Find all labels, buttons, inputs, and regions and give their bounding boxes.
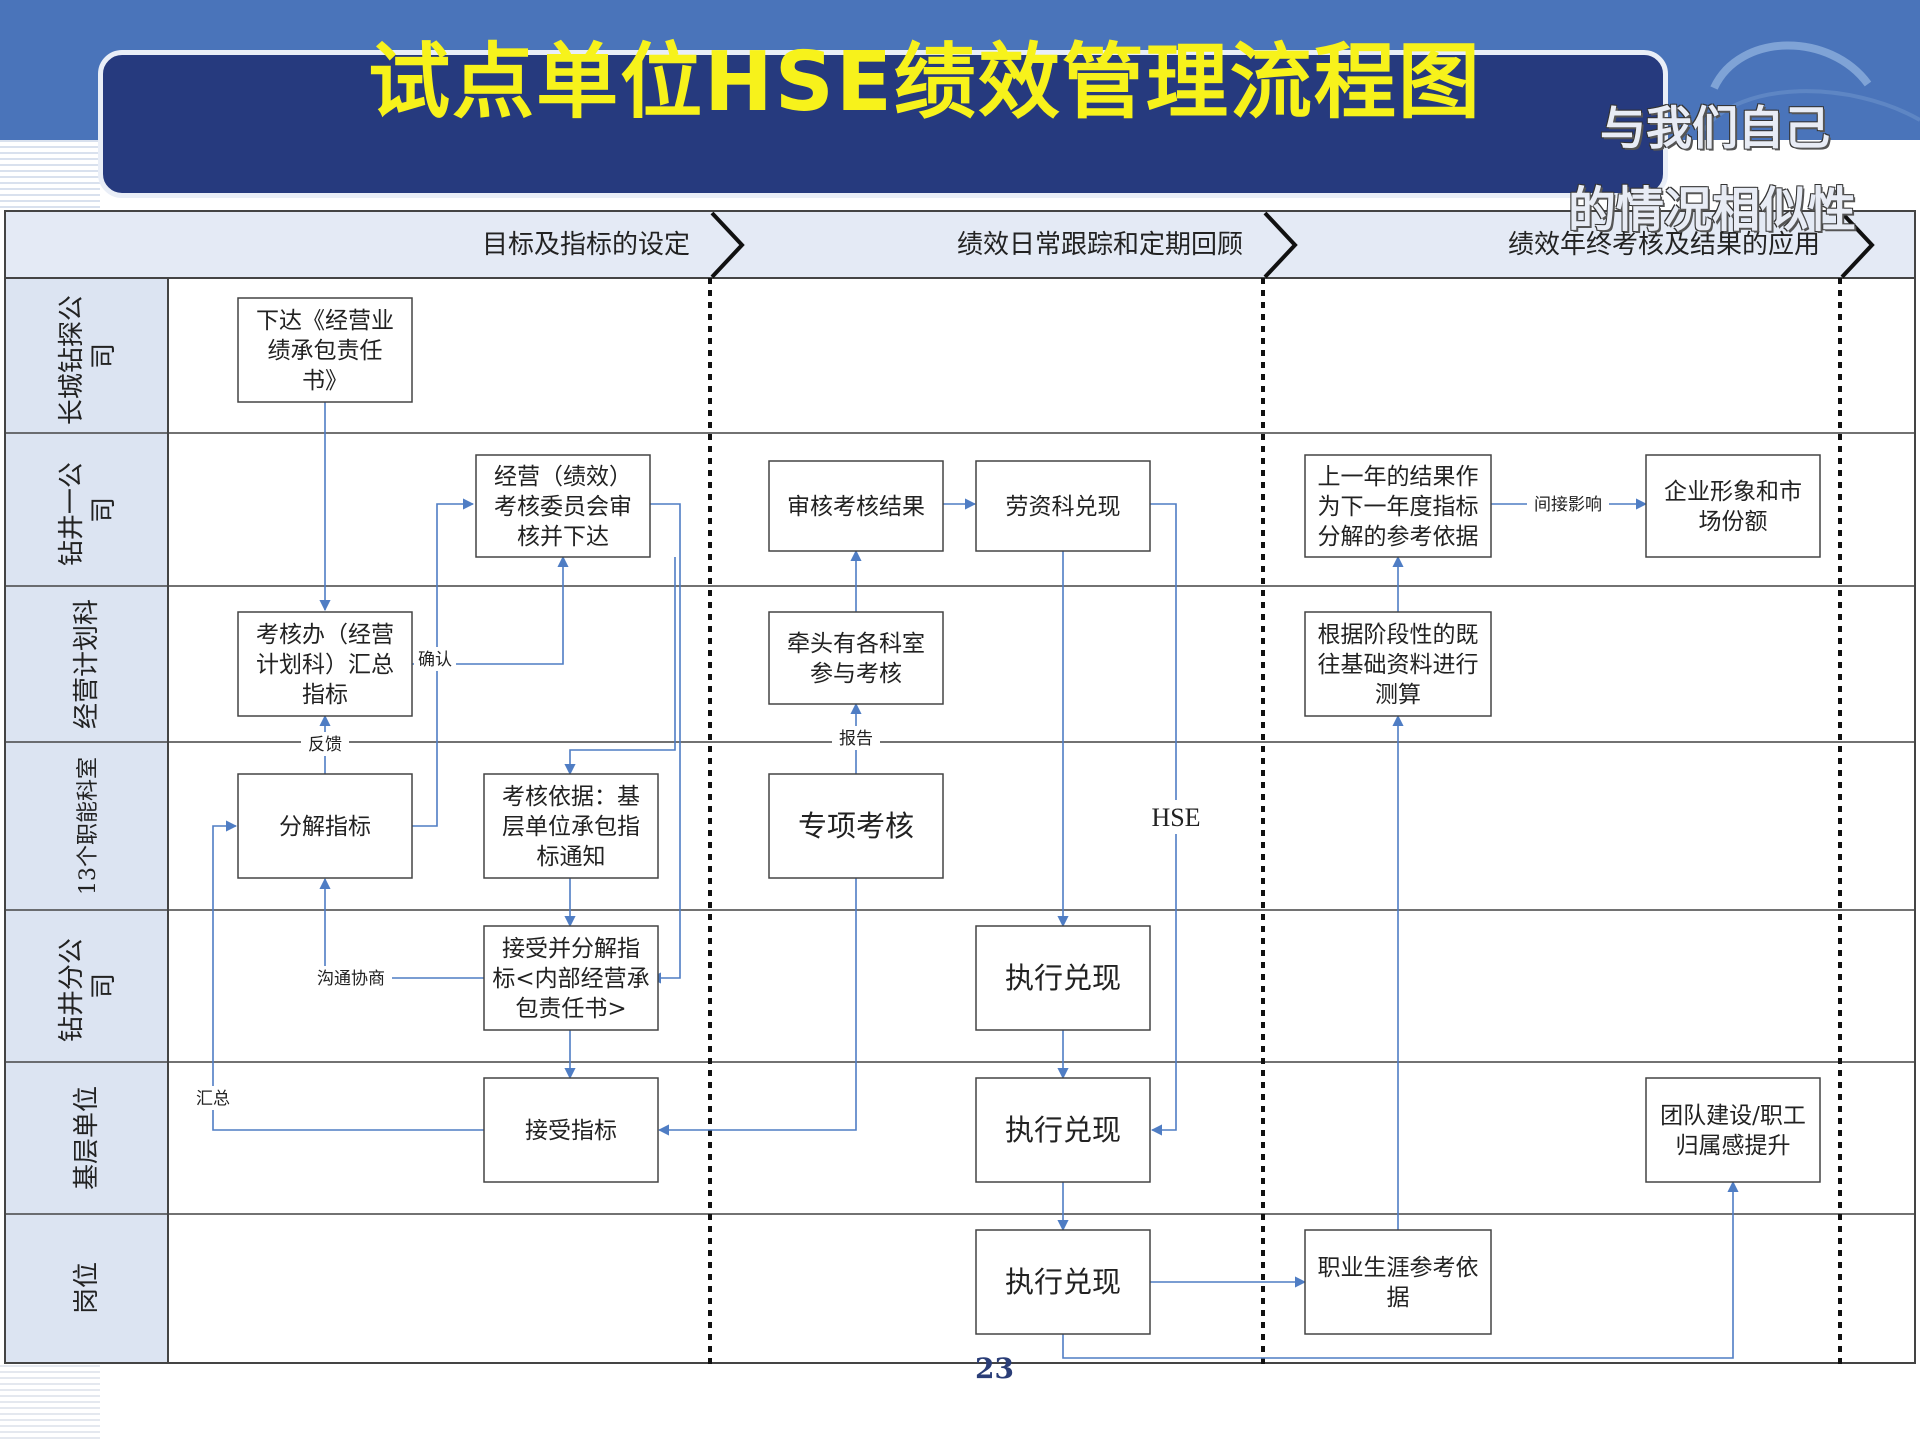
lane-label-column — [4, 277, 169, 1364]
side-note-line-1: 与我们自己 — [1600, 101, 1830, 155]
process-box-b13 — [975, 1077, 1151, 1183]
page-number: 23 — [975, 1352, 1014, 1385]
lane-label: 钻井一公 司 — [57, 454, 119, 566]
phase-label: 绩效日常跟踪和定期回顾 — [957, 230, 1243, 260]
lane-label: 钻井分公 司 — [57, 930, 119, 1042]
connector-b2-b6 — [649, 503, 681, 984]
diagram-frame — [4, 277, 1916, 1364]
process-box-b12 — [975, 925, 1151, 1031]
process-box-label: 执行兑现 — [1005, 1113, 1121, 1147]
process-box-label: 根据阶段性的既往基础资料进行测算 — [1318, 622, 1479, 708]
process-box-b14 — [975, 1229, 1151, 1335]
connector-b6-b4 — [319, 877, 487, 979]
phase-label: 绩效年终考核及结果的应用 — [1508, 230, 1820, 260]
connector-b2-b5 — [564, 557, 676, 776]
edge-label-confirm: 确认 — [418, 650, 452, 670]
side-note-line-2: 的情况相似性 — [1568, 182, 1857, 238]
lane-label: 经营计划科 — [72, 599, 102, 729]
connector-b11-b7 — [657, 878, 857, 1136]
page-title: 试点单位HSE绩效管理流程图 — [368, 34, 1482, 130]
process-box-label: 考核办（经营计划科）汇总指标 — [256, 622, 394, 708]
process-box-b4 — [237, 773, 413, 879]
process-box-label: 审核考核结果 — [787, 494, 925, 520]
edge-label-communicate: 沟通协商 — [317, 969, 385, 989]
process-box-label: 下达《经营业绩承包责任书》 — [256, 308, 394, 394]
edge-label-report: 报告 — [839, 729, 873, 749]
lane-label: 长城钻探公 司 — [57, 287, 119, 425]
process-box-label: 团队建设/职工归属感提升 — [1660, 1103, 1806, 1159]
process-box-b10 — [768, 611, 944, 705]
process-box-label: 职业生涯参考依据 — [1318, 1255, 1479, 1311]
process-box-b5 — [483, 773, 659, 879]
process-box-label: 接受并分解指标<内部经营承包责任书> — [492, 936, 649, 1022]
phase-chevron — [710, 211, 745, 279]
process-box-label: 牵头有各科室参与考核 — [787, 631, 925, 687]
edge-label-indirect: 间接影响 — [1534, 495, 1602, 515]
phase-header-band — [4, 210, 1916, 279]
phase-chevron — [1840, 211, 1875, 279]
process-box-label: 分解指标 — [279, 814, 371, 840]
lane-label: 基层单位 — [72, 1086, 102, 1190]
edge-label-hse: HSE — [1151, 803, 1200, 832]
lane-label: 13个职能科室 — [76, 757, 101, 895]
lane-label: 岗位 — [72, 1262, 102, 1314]
process-box-label: 上一年的结果作为下一年度指标分解的参考依据 — [1318, 464, 1479, 550]
process-box-b19 — [1645, 1077, 1821, 1183]
title-bar — [98, 50, 1668, 198]
process-boxes: 下达《经营业绩承包责任书》经营（绩效）考核委员会审核并下达考核办（经营计划科）汇… — [237, 297, 1821, 1335]
process-box-b16 — [1645, 454, 1821, 558]
process-box-label: 经营（绩效）考核委员会审核并下达 — [494, 464, 632, 550]
process-box-label: 劳资科兑现 — [1006, 494, 1121, 520]
process-box-b3 — [237, 611, 413, 717]
decorative-stripes — [0, 140, 100, 210]
process-box-label: 接受指标 — [525, 1118, 617, 1144]
process-box-b1 — [237, 297, 413, 403]
swoosh-decoration — [1702, 41, 1920, 132]
phase-label: 目标及指标的设定 — [482, 230, 690, 260]
process-box-b6 — [483, 925, 659, 1031]
process-box-b8 — [768, 460, 944, 552]
process-box-label: 执行兑现 — [1005, 1265, 1121, 1299]
connector-b3-b2 — [412, 555, 569, 665]
process-box-b18 — [1304, 1229, 1492, 1335]
process-box-b11 — [768, 773, 944, 879]
process-box-label: 考核依据：基层单位承包指标通知 — [502, 784, 640, 870]
decorative-stripes-bottom — [0, 1365, 100, 1440]
process-box-b15 — [1304, 454, 1492, 558]
process-box-label: 企业形象和市场份额 — [1664, 479, 1802, 535]
connector-b7-b4 — [212, 820, 484, 1131]
phase-chevron — [1263, 211, 1298, 279]
edge-label-feedback: 反馈 — [308, 735, 342, 755]
edge-label-summary: 汇总 — [196, 1089, 230, 1109]
process-box-b9 — [975, 460, 1151, 552]
process-box-b7 — [483, 1077, 659, 1183]
connector-b14-b19 — [1062, 1180, 1739, 1359]
process-box-b2 — [475, 454, 651, 558]
process-box-b17 — [1304, 611, 1492, 717]
process-box-label: 专项考核 — [798, 809, 914, 843]
process-box-label: 执行兑现 — [1005, 961, 1121, 995]
